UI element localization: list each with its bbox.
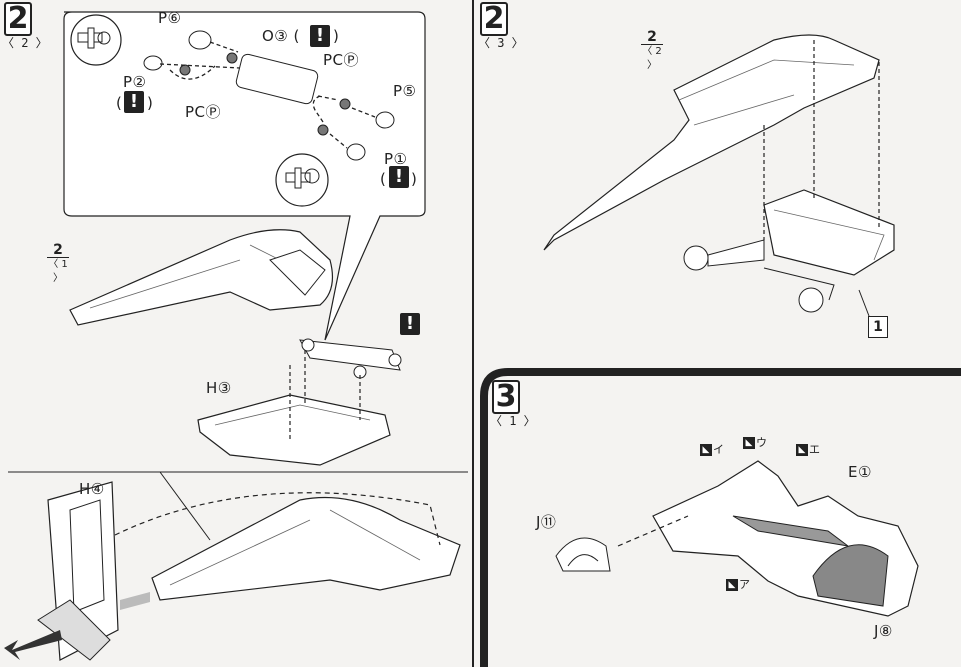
panel-divider xyxy=(472,0,474,667)
paren-open: ( xyxy=(380,170,387,188)
part-tag-u: ◣ウ xyxy=(743,434,767,450)
reference-step-number: 2 xyxy=(47,243,69,258)
left-illustration xyxy=(4,11,468,661)
part-tag-i: ◣イ xyxy=(700,441,724,457)
step-number: 2 xyxy=(480,2,508,36)
warning-icon: ! xyxy=(389,166,409,188)
paren-close: ) xyxy=(147,94,154,112)
part-label-p1: P① xyxy=(384,150,408,168)
panel-frame xyxy=(480,368,961,667)
part-tag-a: ◣ア xyxy=(726,576,750,592)
sub-step-number: 〈 3 〉 xyxy=(478,36,524,50)
tag-letter: エ xyxy=(809,443,820,456)
part-label-h3: H③ xyxy=(206,379,232,397)
part-label-j11: J⑪ xyxy=(536,513,557,531)
tag-icon: ◣ xyxy=(796,444,808,456)
paren-open: ( xyxy=(116,94,123,112)
warning-icon: ! xyxy=(310,25,330,47)
tag-letter: ウ xyxy=(756,436,767,449)
right-top-illustration xyxy=(543,34,895,317)
sub-step-number: 〈 1 〉 xyxy=(490,414,536,428)
right-top-panel: 2 〈 3 〉 2 〈 2 〉 1 xyxy=(474,0,961,366)
step-number: 3 xyxy=(492,380,520,414)
part-label-j8: J⑧ xyxy=(874,622,893,640)
reference-step: 2 〈 1 〉 xyxy=(47,243,69,286)
part-label-p2: P② xyxy=(123,73,147,91)
tag-icon: ◣ xyxy=(743,437,755,449)
part-tag-e: ◣エ xyxy=(796,441,820,457)
part-label-h4: H④ xyxy=(79,480,105,498)
reference-step: 2 〈 2 〉 xyxy=(641,30,663,73)
left-panel: 2 〈 2 〉 xyxy=(0,0,472,667)
sub-step-number: 〈 2 〉 xyxy=(2,36,48,50)
reference-step-number: 2 xyxy=(641,30,663,45)
tag-letter: イ xyxy=(713,443,724,456)
step-number: 2 xyxy=(4,2,32,36)
reference-step-sub: 〈 2 〉 xyxy=(642,46,662,71)
part-label-pcp-left: PCⓅ xyxy=(185,103,222,121)
right-bottom-illustration xyxy=(555,460,919,617)
right-bottom-panel: 3 〈 1 〉 ◣イ ◣ウ ◣エ ◣ア E① J⑪ J⑧ xyxy=(478,366,961,667)
part-label-o3: O③ ( xyxy=(262,27,300,45)
reference-step-sub: 〈 1 〉 xyxy=(48,259,68,284)
warning-icon: ! xyxy=(124,91,144,113)
tag-icon: ◣ xyxy=(700,444,712,456)
paren-close: ) xyxy=(333,27,340,45)
part-label-p6: P⑥ xyxy=(158,9,182,27)
paren-close: ) xyxy=(411,170,418,188)
warning-icon: ! xyxy=(400,313,420,335)
part-label-e1: E① xyxy=(848,463,872,481)
part-label-pcp-right: PCⓅ xyxy=(323,51,360,69)
tag-letter: ア xyxy=(739,578,750,591)
tag-icon: ◣ xyxy=(726,579,738,591)
part-label-p5: P⑤ xyxy=(393,82,417,100)
step-reference-badge: 1 xyxy=(868,316,888,338)
